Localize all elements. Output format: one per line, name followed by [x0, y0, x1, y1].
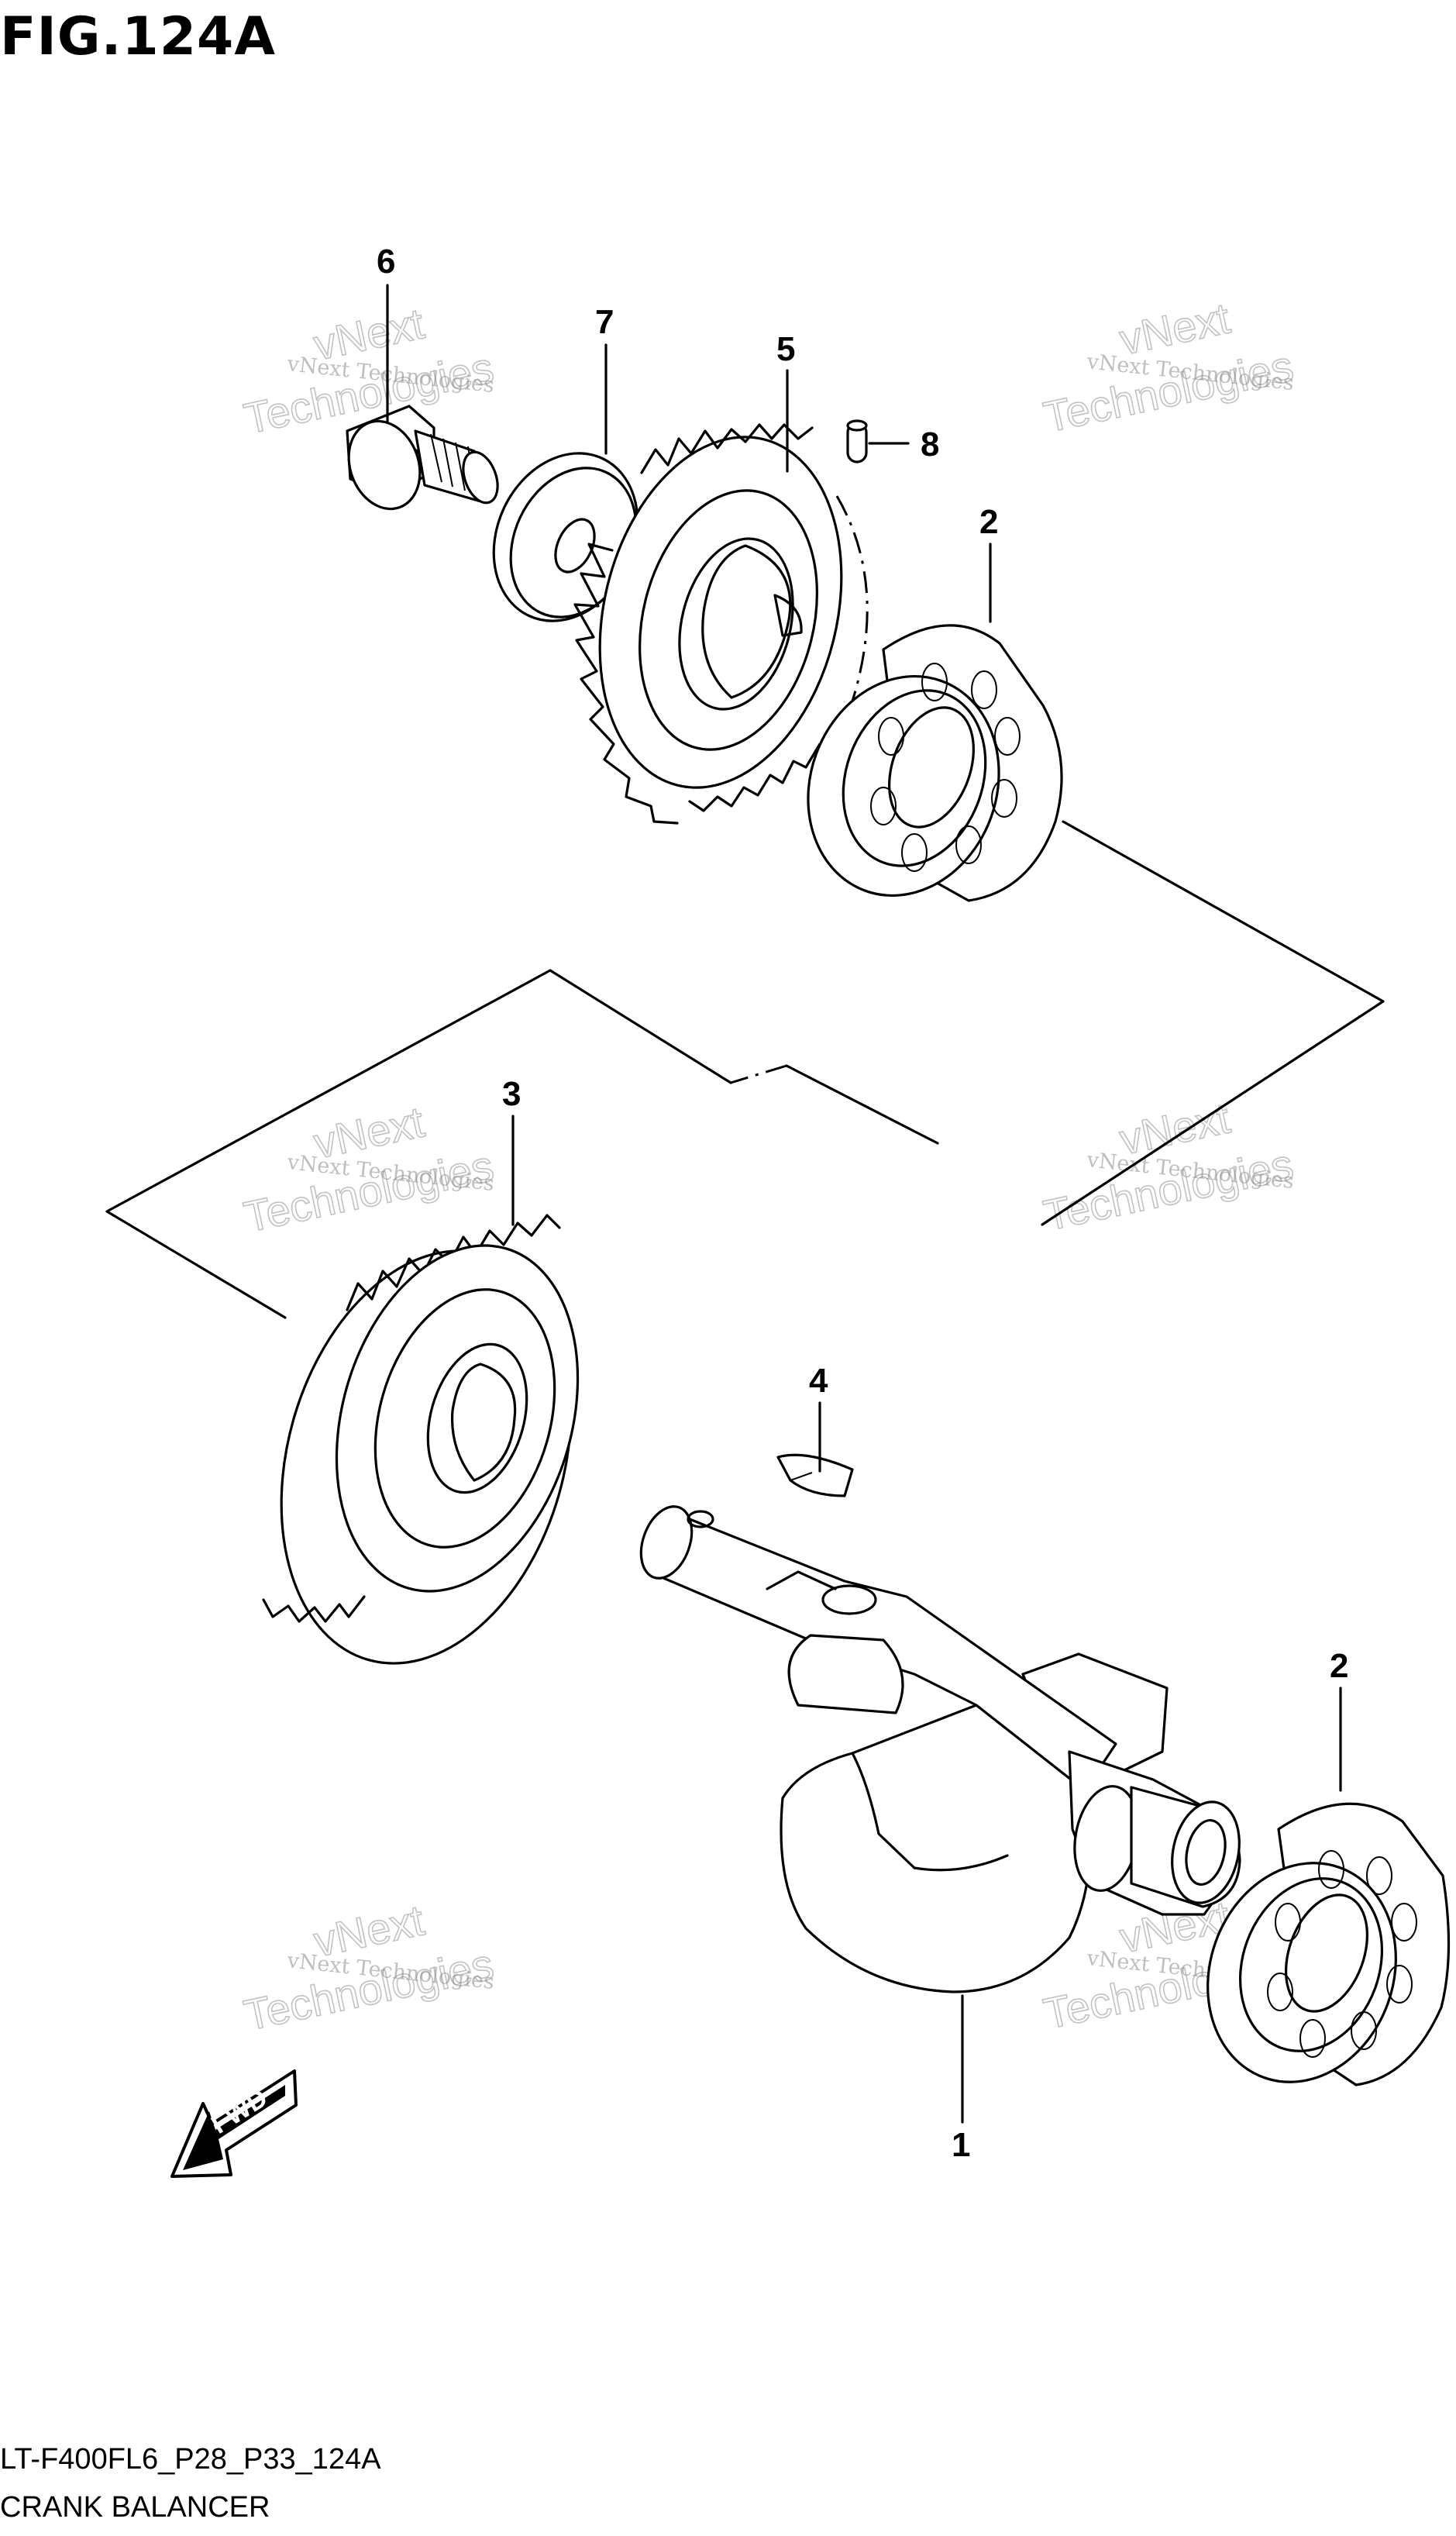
pin-part: [846, 419, 868, 463]
callout-5: 5: [776, 330, 795, 368]
figure-title: FIG.124A: [0, 6, 276, 67]
bearing-lower-part: [1206, 1802, 1451, 2086]
bolt-part: [346, 405, 499, 511]
callout-2-upper: 2: [979, 503, 998, 541]
assembly-lines: [105, 820, 1385, 1319]
svg-text:vNext: vNext: [1115, 293, 1234, 364]
callout-2-lower: 2: [1330, 1647, 1348, 1685]
leader-lines: [386, 284, 1342, 2124]
washer-part: [492, 452, 639, 622]
balancer-drive-gear-part: [262, 1214, 580, 1665]
woodruff-key-part: [776, 1453, 854, 1497]
fwd-arrow-icon: FWD: [170, 2069, 298, 2178]
callout-3: 3: [502, 1075, 521, 1113]
figure-name: CRANK BALANCER: [0, 2491, 270, 2524]
watermark-top-right: vNext Technologies vNext Technologies: [1039, 292, 1298, 442]
callout-7: 7: [595, 303, 614, 341]
watermark-mid-right: vNext Technologies vNext Technologies: [1039, 1092, 1298, 1240]
bearing-upper-part: [807, 624, 1063, 902]
watermark-bottom-left: vNext Technologies vNext Technologies: [239, 1894, 498, 2040]
balancer-shaft-part: [639, 1505, 1241, 1993]
figure-code: LT-F400FL6_P28_P33_124A: [0, 2443, 381, 2476]
callout-8: 8: [921, 426, 939, 463]
callout-6: 6: [377, 243, 395, 281]
driven-gear-part: [573, 423, 869, 825]
callout-1: 1: [952, 2126, 970, 2164]
callout-4: 4: [809, 1362, 828, 1400]
